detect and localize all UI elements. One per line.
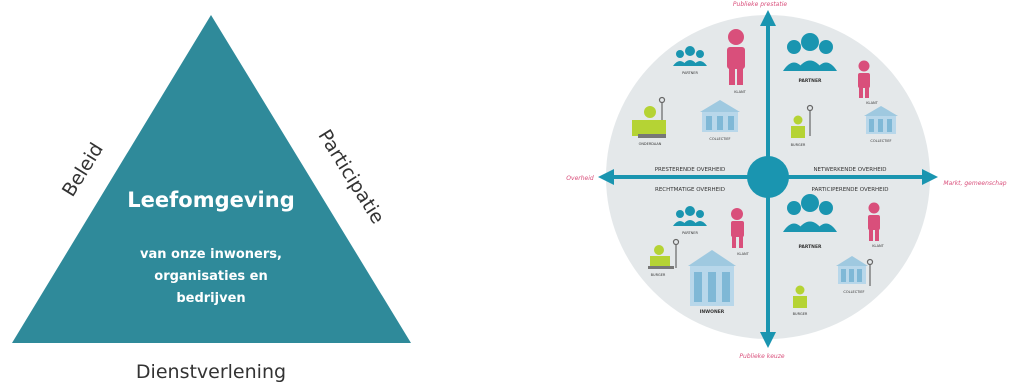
triangle-center-line-1: van onze inwoners, [140,247,282,262]
label-partner-ul: PARTNER [682,71,698,75]
axis-bottom-label: Publieke keuze [739,353,784,360]
center-hub [747,156,789,198]
partner-people-icon [783,33,837,71]
label-collectief-ul: COLLECTIEF [709,137,730,141]
person-icon-lr [868,202,880,241]
quadrant-label-rechtmatige: RECHTMATIGE OVERHEID [655,187,725,193]
axis-right-label: Markt, gemeenschap [943,180,1006,187]
triangle-base-label: Dienstverlening [136,361,286,383]
person-icon-ur [858,60,870,98]
triangle-diagram: Leefomgeving van onze inwoners, organisa… [12,15,411,383]
triangle-center-title: Leefomgeving [127,188,294,212]
building-icon-lr [836,256,868,284]
triangle-center-line-3: bedrijven [176,291,245,306]
label-collectief-lr: COLLECTIEF [843,290,864,294]
label-collectief-ur: COLLECTIEF [870,139,891,143]
quadrant-label-participerende: PARTICIPERENDE OVERHEID [811,187,888,193]
person-icon [727,29,745,85]
label-burger-lr: BURGER [793,312,808,316]
label-burger-ur: BURGER [791,143,806,147]
citizen-icon-lr [793,285,807,308]
label-onderdaan-ul: ONDERDAAN [639,142,662,146]
quadrant-label-netwerkende: NETWERKENDE OVERHEID [813,167,886,173]
building-icon [700,100,740,132]
label-klant-lr: KLANT [872,244,884,248]
axis-arrow-right [922,169,938,185]
axis-left-label: Overheid [566,175,594,182]
quadrant-label-presterende: PRESTERENDE OVERHEID [655,167,726,173]
group-people-icon [673,46,707,66]
citizen-bench-icon [632,106,666,138]
label-klant-ul: KLANT [734,90,746,94]
triangle-center-line-2: organisaties en [154,269,267,284]
label-inwoner-ll: INWONER [700,309,725,315]
label-partner-lr: PARTNER [798,244,822,250]
group-people-icon-ll [673,206,707,226]
label-burger-ll: BURGER [651,273,666,277]
label-klant-ur: KLANT [866,101,878,105]
partner-people-icon-lr [783,194,837,232]
axis-arrow-left [598,169,614,185]
axis-arrow-down [760,332,776,348]
triangle-left-side-label: Beleid [58,139,108,201]
axis-arrow-up [760,10,776,26]
label-partner-ur: PARTNER [798,78,822,84]
building-icon-ur [864,106,898,134]
lamp-post-icon-ll [672,238,680,268]
lamp-post-icon-lr [866,258,874,286]
citizen-bench-icon-ll [648,245,674,269]
citizen-icon-ur [791,115,805,138]
label-partner-ll: PARTNER [682,231,698,235]
lamp-post-icon-ur [806,104,814,136]
person-icon-ll [731,208,744,248]
triangle-shape [12,15,411,343]
label-klant-ll: KLANT [737,252,749,256]
axis-top-label: Publieke prestatie [733,1,787,8]
inwoner-building-icon [688,250,736,306]
circle-diagram: Publieke prestatie Publieke keuze Overhe… [566,1,1006,360]
